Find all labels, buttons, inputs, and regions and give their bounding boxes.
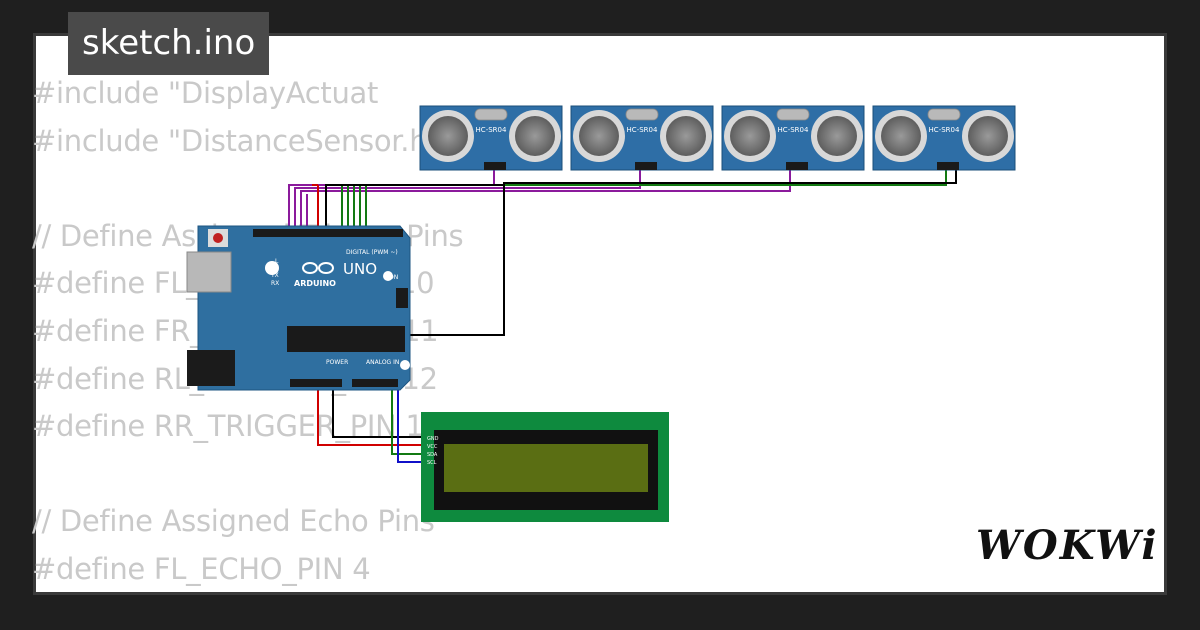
lcd-pin-label: VCC: [427, 444, 438, 450]
lcd-pin-label: SCL: [427, 460, 437, 466]
on-label: ON: [389, 274, 398, 281]
wokwi-logo: WOKWi: [976, 522, 1159, 569]
code-line: #define FL_ECHO_PIN 4: [32, 551, 371, 586]
lcd-display: GND VCC SDA SCL: [421, 412, 669, 522]
wire-green-sda: [391, 380, 426, 455]
wire-purple: [294, 168, 641, 230]
ultrasonic-sensor: [721, 105, 865, 171]
power-label: POWER: [326, 359, 348, 366]
lcd-pin-label: SDA: [427, 452, 438, 458]
file-tab[interactable]: sketch.ino: [68, 12, 270, 75]
code-line: #include "DistanceSensor.h": [32, 123, 441, 158]
wire-purple: [300, 168, 791, 230]
arduino-uno-board: UNO ARDUINO DIGITAL (PWM ~) POWER ANALOG…: [186, 225, 411, 391]
wire-black: [332, 168, 957, 438]
wire-green: [359, 168, 947, 230]
wires: [288, 168, 957, 463]
arduino-brand-label: ARDUINO: [294, 279, 336, 288]
code-background: #include "DisplayActuat #include "Distan…: [32, 70, 464, 594]
wire-blue-scl: [397, 380, 426, 463]
l-label: L: [275, 258, 279, 265]
wire-purple: [288, 168, 495, 230]
analog-label: ANALOG IN: [366, 359, 399, 366]
svg-text:HC-SR04: HC-SR04: [476, 126, 507, 134]
ultrasonic-sensor: [570, 105, 714, 171]
wire-black: [325, 184, 504, 230]
code-line: #define RR_TRIGGER_PIN 13: [32, 409, 442, 444]
digital-label: DIGITAL (PWM ~): [346, 249, 398, 256]
arduino-model-label: UNO: [343, 260, 377, 278]
ultrasonic-sensor: [872, 105, 1016, 171]
rx-label: RX: [271, 280, 279, 287]
ultrasonic-sensor: HC-SR04: [419, 105, 563, 171]
tx-label: TX: [270, 272, 279, 279]
lcd-pin-label: GND: [427, 436, 439, 442]
code-line: #include "DisplayActuat: [32, 76, 379, 110]
